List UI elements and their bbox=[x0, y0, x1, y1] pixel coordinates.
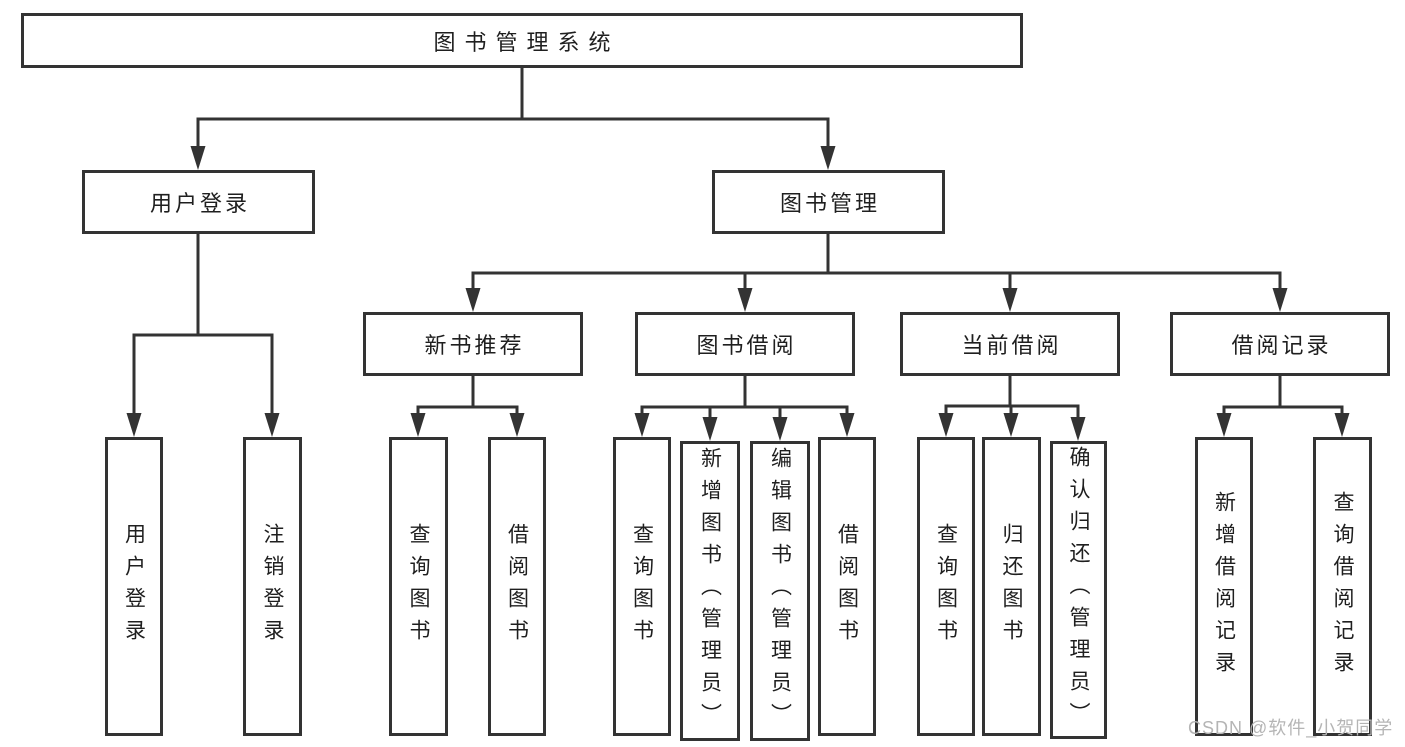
node-current-borrowing: 当前借阅 bbox=[900, 312, 1120, 376]
node-book-borrowing: 图书借阅 bbox=[635, 312, 855, 376]
leaf-borrow-books: 借阅图书 bbox=[818, 437, 876, 736]
leaf-query-books-current: 查询图书 bbox=[917, 437, 975, 736]
leaf-user-login: 用户登录 bbox=[105, 437, 163, 736]
leaf-edit-books-admin: 编辑图书（管理员） bbox=[750, 441, 810, 741]
leaf-query-borrow-record: 查询借阅记录 bbox=[1313, 437, 1372, 736]
leaf-borrow-books-recommend: 借阅图书 bbox=[488, 437, 546, 736]
leaf-query-books-recommend: 查询图书 bbox=[389, 437, 448, 736]
node-book-management: 图书管理 bbox=[712, 170, 945, 234]
node-new-book-recommend: 新书推荐 bbox=[363, 312, 583, 376]
leaf-add-borrow-record: 新增借阅记录 bbox=[1195, 437, 1253, 736]
arrowheads bbox=[126, 146, 1350, 441]
leaf-add-books-admin: 新增图书（管理员） bbox=[680, 441, 740, 741]
csdn-watermark: CSDN @软件_小贺同学 bbox=[1188, 718, 1394, 738]
node-borrowing-records: 借阅记录 bbox=[1170, 312, 1390, 376]
leaf-return-books: 归还图书 bbox=[982, 437, 1041, 736]
leaf-logout: 注销登录 bbox=[243, 437, 302, 736]
node-library-management-system: 图书管理系统 bbox=[21, 13, 1023, 68]
leaf-query-books-borrowing: 查询图书 bbox=[613, 437, 671, 736]
node-user-login: 用户登录 bbox=[82, 170, 315, 234]
leaf-confirm-return-admin: 确认归还（管理员） bbox=[1050, 441, 1107, 739]
